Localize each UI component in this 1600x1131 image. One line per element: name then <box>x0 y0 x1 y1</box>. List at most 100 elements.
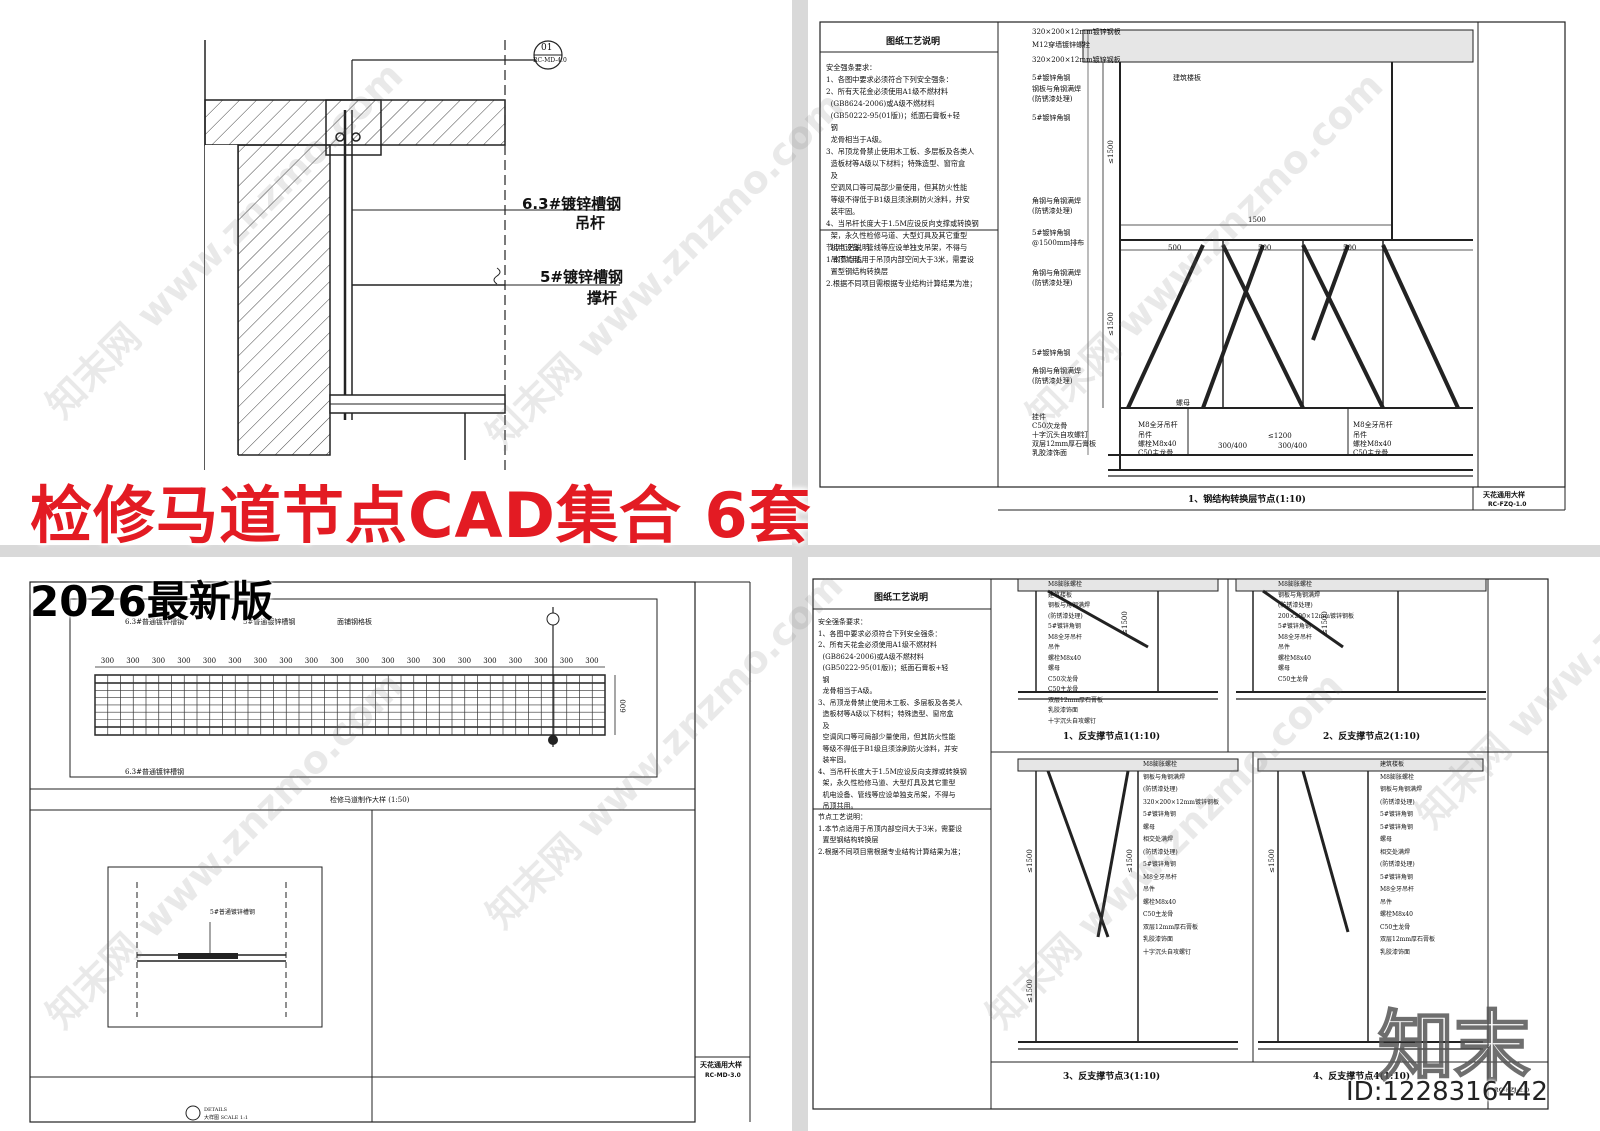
label: C50主龙骨 <box>1353 449 1389 457</box>
detail-scale: 大样图 SCALE 1:1 <box>204 1115 249 1121</box>
notes-node: 节点工艺说明： 1.本节点适用于吊顶内部空间大于3米，需要设 置型钢结构转换层 … <box>826 243 977 288</box>
notes-safety: 安全强条要求： 1、各图中要求必须符合下列安全强条： 2、所有天花金必须使用A1… <box>826 63 979 264</box>
label: (防锈漆处理) <box>1032 377 1073 385</box>
node-label: M8全牙吊杆 <box>1143 873 1177 881</box>
label: (防锈漆处理) <box>1032 279 1073 287</box>
node-label: 乳胶漆饰面 <box>1143 936 1174 943</box>
side-dim: 600 <box>619 699 628 713</box>
node-label: 钢板与角钢满焊 <box>1048 602 1091 609</box>
node-label: (防锈漆处理) <box>1278 602 1313 609</box>
node-label: 5#镀锌角钢 <box>1380 873 1413 881</box>
dim: 500 <box>1168 244 1182 252</box>
label: 角钢与角钢满焊 <box>1032 269 1081 277</box>
label: 建筑楼板 <box>1173 74 1201 82</box>
label: 6.3#普通镀锌槽钢 <box>125 768 184 776</box>
dim: 500 <box>1258 244 1272 252</box>
node-label: 吊件 <box>1143 886 1156 893</box>
slab-hatch <box>204 99 506 146</box>
node-label: 乳胶漆饰面 <box>1380 948 1411 956</box>
dim-label: 300 <box>508 657 523 665</box>
caption-node3: 3、反支撑节点3(1:10) <box>1063 1072 1161 1082</box>
label-strut-main: 5#镀锌槽钢 <box>540 268 624 286</box>
caption-node2: 2、反支撑节点2(1:10) <box>1323 732 1421 742</box>
dim-label: 300 <box>432 657 446 665</box>
node-label: 螺栓M8x40 <box>1380 911 1413 918</box>
label: 十字沉头自攻螺钉 <box>1032 431 1088 439</box>
node-label: 吊件 <box>1380 898 1393 906</box>
node-label: 200×200×12mm镀锌钢板 <box>1278 612 1354 620</box>
dim-label: 300 <box>534 657 548 665</box>
node-label: M8膨胀螺栓 <box>1143 761 1177 768</box>
node-label: 5#镀锌角钢 <box>1143 861 1176 868</box>
node-label: 螺母 <box>1380 836 1393 843</box>
label-strut-sub: 撑杆 <box>587 289 618 307</box>
titleblock-title: 天花通用大样 <box>700 1061 742 1069</box>
label: 320×200×12mm镀锌钢板 <box>1032 28 1121 36</box>
node-label: 5#镀锌角钢 <box>1380 811 1413 818</box>
dim-label: 300 <box>559 657 574 665</box>
dim-label: 300 <box>100 657 115 665</box>
detail-tag: DETAILS <box>204 1107 228 1113</box>
node-label: (防锈漆处理) <box>1380 798 1415 806</box>
node-label: M8全牙吊杆 <box>1278 633 1312 641</box>
titleblock-code: RC-FZJ-2.0 <box>1494 1087 1530 1094</box>
panel-reverse-support: 图纸工艺说明 安全强条要求： 1、各图中要求必须符合下列安全强条： 2、所有天花… <box>808 557 1600 1131</box>
reverse-support-drawing <box>812 578 1549 1110</box>
dim-label: 300 <box>381 657 395 665</box>
dim-label: 300 <box>202 657 217 665</box>
steel-transfer-drawing <box>819 21 1566 511</box>
node-label: 吊件 <box>1278 644 1291 651</box>
node-label: 5#镀锌角钢 <box>1380 823 1413 831</box>
dim-label: 300 <box>304 657 319 665</box>
node-label: (防锈漆处理) <box>1048 612 1083 620</box>
banner-version: 2026最新版 <box>30 577 273 626</box>
label: (防锈漆处理) <box>1032 95 1073 103</box>
label: 螺栓M8x40 <box>1353 440 1392 448</box>
label: 6.3#普通镀锌槽钢 <box>125 618 184 626</box>
dim-label: 300 <box>406 657 421 665</box>
dim-label: 300 <box>355 657 370 665</box>
dim: ≤1500 <box>1267 849 1276 873</box>
watermark-id: ID:1228316442 <box>1346 1077 1548 1107</box>
caption-node4: 4、反支撑节点4(1:10) <box>1313 1072 1411 1082</box>
label: 吊件 <box>1138 431 1152 439</box>
label: M12穿墙镀锌螺栓 <box>1032 41 1091 49</box>
node-label: 建筑楼板 <box>1048 591 1073 599</box>
node-label: 螺母 <box>1143 823 1156 831</box>
label: C50主龙骨 <box>1138 449 1174 457</box>
node-label: C50主龙骨 <box>1143 911 1174 918</box>
label: M8全牙吊杆 <box>1353 421 1393 429</box>
notes-title: 图纸工艺说明 <box>874 593 929 603</box>
node-label: 双层12mm厚石膏板 <box>1048 696 1104 704</box>
label: 5#镀锌角钢 <box>1032 229 1071 237</box>
dim-label: 300 <box>177 657 191 665</box>
panel-steel-transfer: 图纸工艺说明 安全强条要求： 1、各图中要求必须符合下列安全强条： 2、所有天花… <box>808 0 1600 545</box>
label: (防锈漆处理) <box>1032 207 1073 215</box>
dim-label: 300 <box>151 657 166 665</box>
banner-title: 检修马道节点CAD集合 6套 <box>30 479 812 552</box>
label-hanger-main: 6.3#镀锌槽钢 <box>522 195 622 213</box>
node-label: 螺栓M8x40 <box>1278 654 1311 662</box>
node-label: C50主龙骨 <box>1048 686 1079 693</box>
dim: ≤1500 <box>1106 140 1115 164</box>
caption-node1: 1、反支撑节点1(1:10) <box>1063 732 1161 742</box>
titleblock-code: RC-FZQ-1.0 <box>1488 501 1527 508</box>
label-hanger-sub: 吊杆 <box>575 214 606 232</box>
dim: 500 <box>1343 244 1357 252</box>
node-label: (防锈漆处理) <box>1380 861 1415 868</box>
node-label: C50主龙骨 <box>1278 675 1309 683</box>
tag-code: RC-MD-4.0 <box>533 57 567 64</box>
label: M8全牙吊杆 <box>1138 421 1178 429</box>
dim: ≤1500 <box>1120 611 1129 635</box>
dim: ≤1500 <box>1025 979 1034 1003</box>
label: 钢板与角钢满焊 <box>1032 85 1081 93</box>
dim-label: 300 <box>483 657 497 665</box>
node-label: M8膨胀螺栓 <box>1278 581 1312 588</box>
notes-safety: 安全强条要求： 1、各图中要求必须符合下列安全强条： 2、所有天花金必须使用A1… <box>818 618 967 810</box>
titleblock-code: RC-MD-3.0 <box>705 1072 741 1079</box>
node-label: C50主龙骨 <box>1380 923 1411 931</box>
plan-caption: 检修马道制作大样 (1:50) <box>330 796 410 804</box>
node-label: 乳胶漆饰面 <box>1048 707 1079 714</box>
node-label: 5#镀锌角钢 <box>1048 623 1081 630</box>
